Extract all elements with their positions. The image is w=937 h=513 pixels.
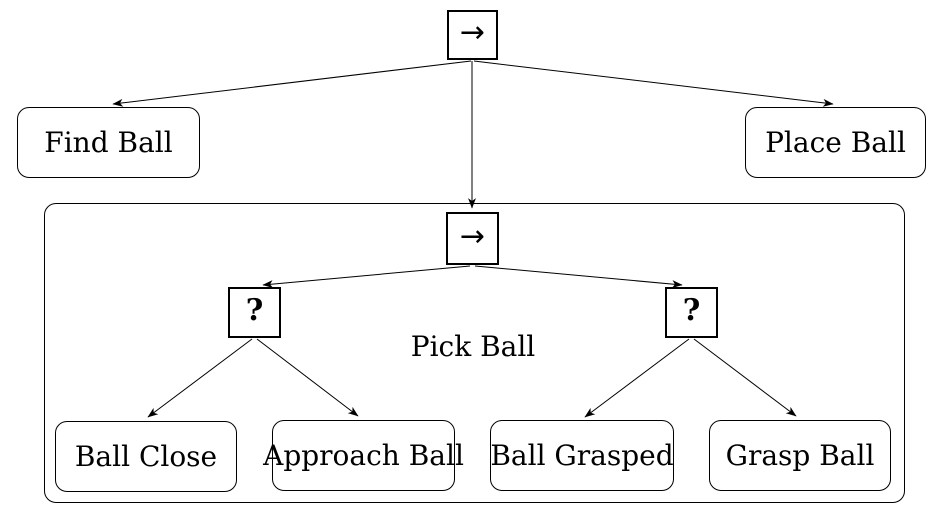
pick-sequence-node: → — [446, 212, 499, 265]
edge-pickseq-to-fallback-left — [262, 265, 471, 289]
node-label: Ball Grasped — [490, 438, 674, 472]
node-label: Place Ball — [765, 125, 906, 159]
edge-fallback-left-to-ball-close — [147, 338, 253, 418]
ball-close-node: Ball Close — [55, 421, 237, 492]
edge-root-to-find-ball — [112, 60, 472, 107]
edge-fallback-left-to-approach-ball — [256, 338, 359, 417]
pick-ball-subtree-label: Pick Ball — [410, 330, 536, 363]
edge-root-to-place-ball — [473, 60, 834, 107]
node-label: Ball Close — [74, 439, 218, 473]
edge-fallback-right-to-grasp-ball — [693, 338, 797, 417]
node-label: Find Ball — [44, 125, 173, 159]
approach-ball-node: Approach Ball — [263, 420, 464, 491]
edge-fallback-right-to-ball-grasped — [584, 338, 690, 418]
fallback-left-node: ? — [228, 287, 281, 338]
find-ball-node: Find Ball — [17, 107, 200, 178]
grasp-ball-node: Grasp Ball — [709, 420, 891, 491]
root-sequence-node: → — [447, 10, 498, 60]
question-mark-icon: ? — [682, 292, 701, 328]
sequence-arrow-icon: → — [459, 218, 486, 254]
ball-grasped-node: Ball Grasped — [490, 420, 674, 491]
place-ball-node: Place Ball — [745, 107, 926, 178]
node-label: Approach Ball — [263, 438, 464, 472]
fallback-right-node: ? — [665, 287, 718, 338]
sequence-arrow-icon: → — [459, 15, 486, 50]
edge-pickseq-to-fallback-right — [474, 265, 683, 289]
node-label: Grasp Ball — [725, 438, 875, 472]
question-mark-icon: ? — [245, 292, 264, 328]
